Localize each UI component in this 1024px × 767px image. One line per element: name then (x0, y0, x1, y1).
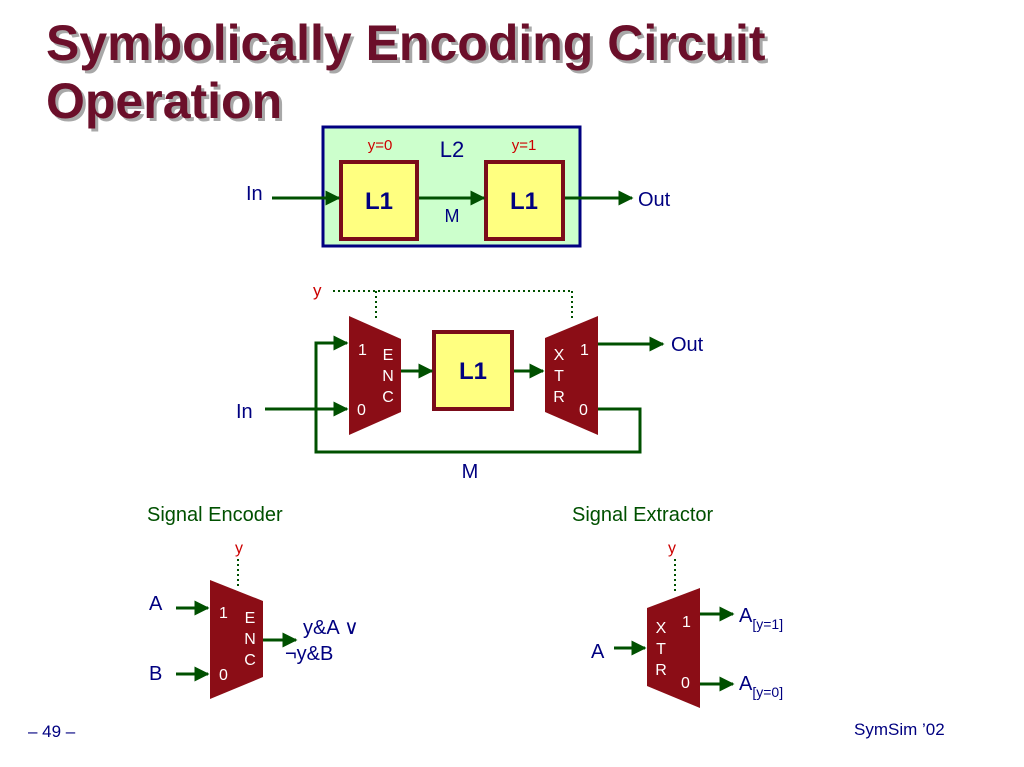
enc-in1: 1 (358, 342, 367, 359)
xtr-out0: 0 (579, 402, 588, 419)
enc-in0: 0 (357, 402, 366, 419)
enc-letter-e: E (383, 347, 394, 364)
signal-extractor: Signal Extractor y X T R 1 0 A A[y=1] A[… (572, 504, 783, 708)
xtr-mux (545, 316, 598, 435)
enc-mux (349, 316, 401, 435)
extractor-out0-sub: [y=0] (752, 684, 783, 700)
extractor-letter-t: T (656, 641, 666, 658)
in-label-top: In (246, 183, 263, 205)
encoder-output-line1: y&A ∨ (303, 617, 359, 639)
y0-label: y=0 (368, 137, 393, 154)
encoder-in1: 1 (219, 605, 228, 622)
encoder-in0: 0 (219, 667, 228, 684)
extractor-out1-label: A[y=1] (739, 605, 783, 632)
l1-block-mid (432, 330, 514, 411)
title-line-2: Operation (46, 73, 283, 129)
encoder-letter-e: E (245, 610, 256, 627)
l1-right-label: L1 (510, 188, 538, 215)
extractor-out1-main: A (739, 605, 753, 627)
footer-label: SymSim ’02 (854, 720, 945, 739)
extractor-a-label: A (591, 641, 605, 663)
m-label-top: M (445, 206, 460, 226)
extractor-letter-x: X (656, 620, 667, 637)
extractor-mux (647, 588, 700, 708)
encoder-a-label: A (149, 593, 163, 615)
enc-letter-n: N (382, 368, 394, 385)
in-label-mid: In (236, 401, 253, 423)
l1-block-right (484, 160, 565, 241)
l1-block-left (339, 160, 419, 241)
encoder-output-line2: ¬y&B (285, 643, 333, 665)
wire-feedback-m (314, 335, 642, 454)
extractor-out0-label: A[y=0] (739, 673, 783, 700)
encoder-letter-c: C (244, 652, 256, 669)
extractor-y-label: y (668, 540, 676, 557)
enc-letter-c: C (382, 389, 394, 406)
title-line-1: Symbolically Encoding Circuit (46, 15, 766, 71)
extractor-out0-main: A (739, 673, 753, 695)
y1-label: y=1 (512, 137, 537, 154)
encoder-mux (210, 580, 263, 699)
slide-title: Symbolically Encoding Circuit Operation (46, 14, 766, 130)
extractor-heading: Signal Extractor (572, 504, 714, 526)
encoder-letter-n: N (244, 631, 256, 648)
y-control-dotted (333, 290, 573, 320)
extractor-letter-r: R (655, 662, 667, 679)
xtr-letter-t: T (554, 368, 564, 385)
encoder-heading: Signal Encoder (147, 504, 283, 526)
extractor-out1-sub: [y=1] (752, 616, 783, 632)
xtr-letter-r: R (553, 389, 565, 406)
out-label-mid: Out (671, 334, 704, 356)
l2-label: L2 (440, 137, 464, 162)
encoder-y-label: y (235, 540, 243, 557)
page-number: – 49 – (28, 722, 76, 741)
y-label-mid: y (313, 281, 322, 300)
encoder-b-label: B (149, 663, 162, 685)
l1-left-label: L1 (365, 188, 393, 215)
signal-encoder: Signal Encoder y 1 0 E N C A B y&A ∨ ¬y&… (147, 504, 359, 699)
m-label-mid: M (462, 461, 479, 483)
out-label-top: Out (638, 189, 671, 211)
xtr-letter-x: X (554, 347, 565, 364)
middle-diagram: y 1 0 E N C L1 X T R 1 0 In Out M (236, 281, 704, 483)
l1-mid-label: L1 (459, 358, 487, 385)
extractor-out0: 0 (681, 675, 690, 692)
extractor-out1: 1 (682, 614, 691, 631)
top-diagram: L2 y=0 y=1 L1 L1 In Out M (246, 125, 671, 248)
xtr-out1: 1 (580, 342, 589, 359)
